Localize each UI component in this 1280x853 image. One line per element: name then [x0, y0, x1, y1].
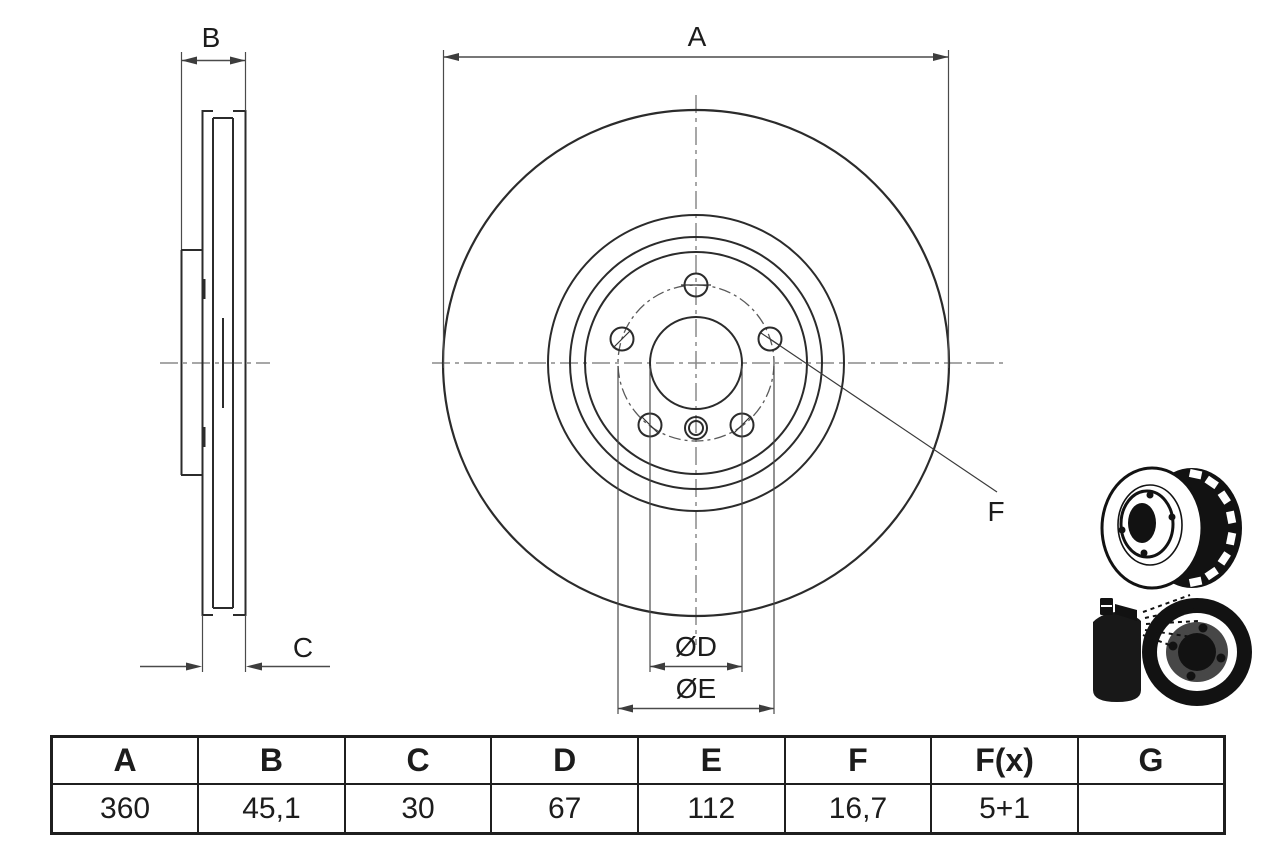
spec-table-header-row: A B C D E F F(x) G [50, 735, 1226, 785]
spec-header-d: D [490, 735, 639, 785]
spec-table-value-row: 360 45,1 30 67 112 16,7 5+1 [50, 783, 1226, 835]
spec-header-b: B [197, 735, 346, 785]
dimension-spec-table: A B C D E F F(x) G 360 45,1 30 67 112 16… [50, 735, 1226, 835]
spray-mist [1142, 594, 1199, 650]
spec-header-a: A [50, 735, 200, 785]
spec-value-a: 360 [50, 783, 200, 835]
spec-header-e: E [637, 735, 786, 785]
spec-header-g: G [1076, 735, 1226, 785]
spec-header-fx: F(x) [930, 735, 1079, 785]
spray-coated-disc-icon [1093, 594, 1252, 706]
spec-value-d: 67 [490, 783, 639, 835]
spec-value-fx: 5+1 [930, 783, 1079, 835]
spec-value-c: 30 [343, 783, 493, 835]
dimension-a-label: A [688, 21, 707, 52]
dimension-c-label: C [293, 632, 313, 663]
vented-brake-disc-icon [1100, 466, 1242, 590]
spec-header-c: C [343, 735, 493, 785]
dimension-a: A [442, 21, 950, 368]
locating-screw-hole [684, 416, 708, 440]
side-view-cross-section [160, 52, 270, 616]
dimension-d-label: ØD [675, 631, 717, 662]
spray-can-icon [1093, 594, 1199, 702]
dimension-b: B [181, 22, 247, 111]
spec-value-b: 45,1 [197, 783, 346, 835]
front-view [432, 95, 1006, 645]
spec-value-g [1076, 783, 1226, 835]
spec-header-f: F [783, 735, 933, 785]
center-bore-circle [649, 316, 743, 410]
dimension-d: ØD [649, 366, 743, 672]
dimension-b-label: B [202, 22, 221, 53]
spec-value-e: 112 [637, 783, 786, 835]
dimension-f-label: F [987, 496, 1004, 527]
dimension-c: C [140, 615, 330, 672]
spec-value-f: 16,7 [783, 783, 933, 835]
dimension-e-label: ØE [676, 673, 716, 704]
bolt-circle [617, 284, 775, 442]
dimension-e: ØE [617, 366, 775, 714]
leader-f: F [769, 338, 1005, 527]
